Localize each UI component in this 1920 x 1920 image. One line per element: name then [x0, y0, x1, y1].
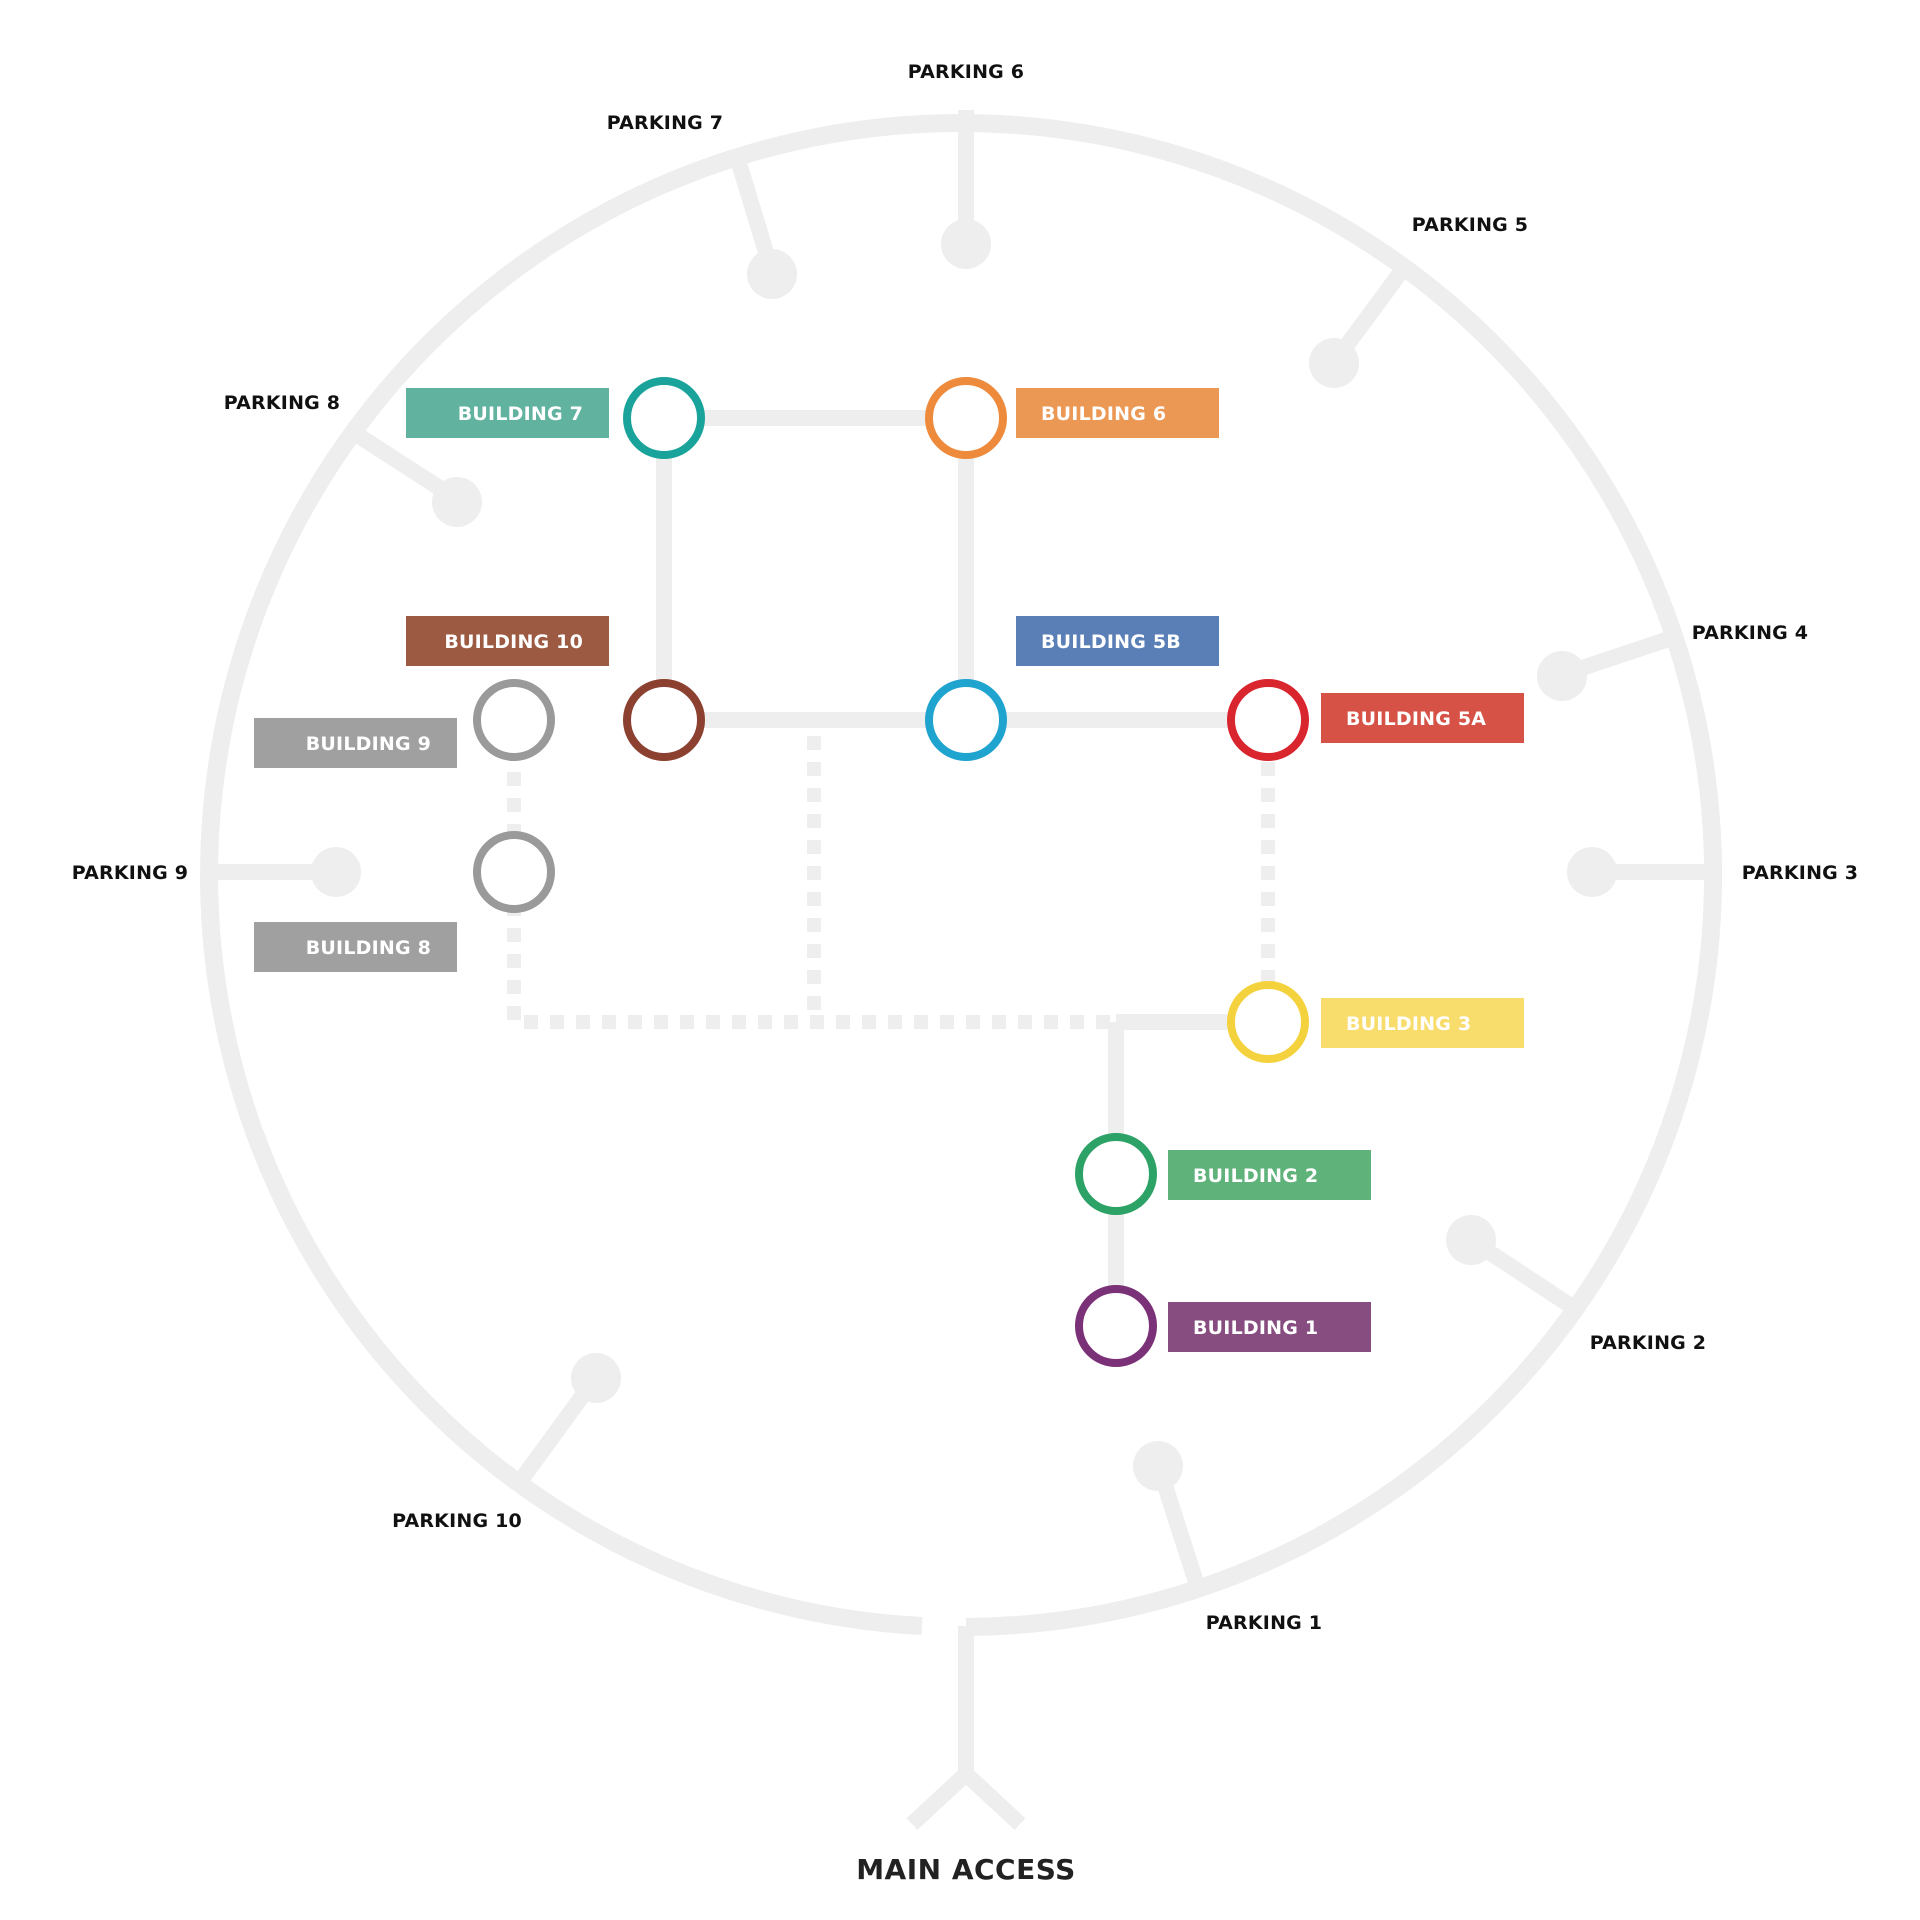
parking-spot-10 — [571, 1353, 621, 1403]
station-building-6[interactable] — [925, 377, 1007, 459]
parking-spot-7 — [747, 249, 797, 299]
parking-label-5: PARKING 5 — [1412, 214, 1528, 236]
building-label-3: BUILDING 3 — [1321, 998, 1524, 1048]
parking-labels: PARKING 6 PARKING 7 PARKING 5 PARKING 8 … — [72, 61, 1858, 1634]
building-labels: BUILDING 7 BUILDING 6 BUILDING 10 BUILDI… — [254, 388, 1524, 1352]
parking-spot-2 — [1446, 1215, 1496, 1265]
building-label-6: BUILDING 6 — [1016, 388, 1219, 438]
parking-spot-9 — [311, 847, 361, 897]
parking-label-7: PARKING 7 — [607, 112, 723, 134]
station-building-8[interactable] — [473, 831, 555, 913]
station-building-10[interactable] — [623, 679, 705, 761]
station-building-5a[interactable] — [1227, 679, 1309, 761]
parking-label-6: PARKING 6 — [908, 61, 1024, 83]
parking-label-9: PARKING 9 — [72, 862, 188, 884]
dashed-paths — [507, 720, 1275, 1029]
station-building-1[interactable] — [1075, 1285, 1157, 1367]
ring-road — [200, 114, 1723, 1636]
parking-spot-5 — [1309, 338, 1359, 388]
station-building-2[interactable] — [1075, 1133, 1157, 1215]
station-building-7[interactable] — [623, 377, 705, 459]
station-building-9[interactable] — [473, 679, 555, 761]
building-label-5a: BUILDING 5A — [1321, 693, 1524, 743]
building-label-text: BUILDING 1 — [1193, 1317, 1318, 1339]
parking-spot-6 — [941, 219, 991, 269]
building-label-text: BUILDING 8 — [306, 937, 431, 959]
main-access-road — [906, 1626, 1026, 1830]
building-label-1: BUILDING 1 — [1168, 1302, 1371, 1352]
building-label-text: BUILDING 5B — [1041, 631, 1181, 653]
building-label-text: BUILDING 2 — [1193, 1165, 1318, 1187]
building-label-text: BUILDING 10 — [444, 631, 583, 653]
parking-label-1: PARKING 1 — [1206, 1612, 1322, 1634]
parking-label-3: PARKING 3 — [1742, 862, 1858, 884]
building-label-8: BUILDING 8 — [254, 922, 457, 972]
parking-spot-1 — [1133, 1441, 1183, 1491]
building-label-text: BUILDING 5A — [1346, 708, 1486, 730]
stations — [473, 377, 1309, 1367]
building-label-text: BUILDING 3 — [1346, 1013, 1471, 1035]
building-label-10: BUILDING 10 — [406, 616, 609, 666]
building-label-2: BUILDING 2 — [1168, 1150, 1371, 1200]
building-label-text: BUILDING 9 — [306, 733, 431, 755]
main-access-label: MAIN ACCESS — [856, 1853, 1076, 1886]
parking-label-10: PARKING 10 — [392, 1510, 522, 1532]
station-building-5b[interactable] — [925, 679, 1007, 761]
station-building-3[interactable] — [1227, 981, 1309, 1063]
parking-label-8: PARKING 8 — [224, 392, 340, 414]
building-label-text: BUILDING 6 — [1041, 403, 1166, 425]
building-label-text: BUILDING 7 — [458, 403, 583, 425]
parking-spot-3 — [1567, 847, 1617, 897]
parking-label-2: PARKING 2 — [1590, 1332, 1706, 1354]
parking-label-4: PARKING 4 — [1692, 622, 1808, 644]
building-label-9: BUILDING 9 — [254, 718, 457, 768]
building-label-7: BUILDING 7 — [406, 388, 609, 438]
parking-spot-4 — [1537, 651, 1587, 701]
parking-spot-8 — [432, 477, 482, 527]
building-label-5b: BUILDING 5B — [1016, 616, 1219, 666]
parking-spurs — [216, 110, 1712, 1585]
